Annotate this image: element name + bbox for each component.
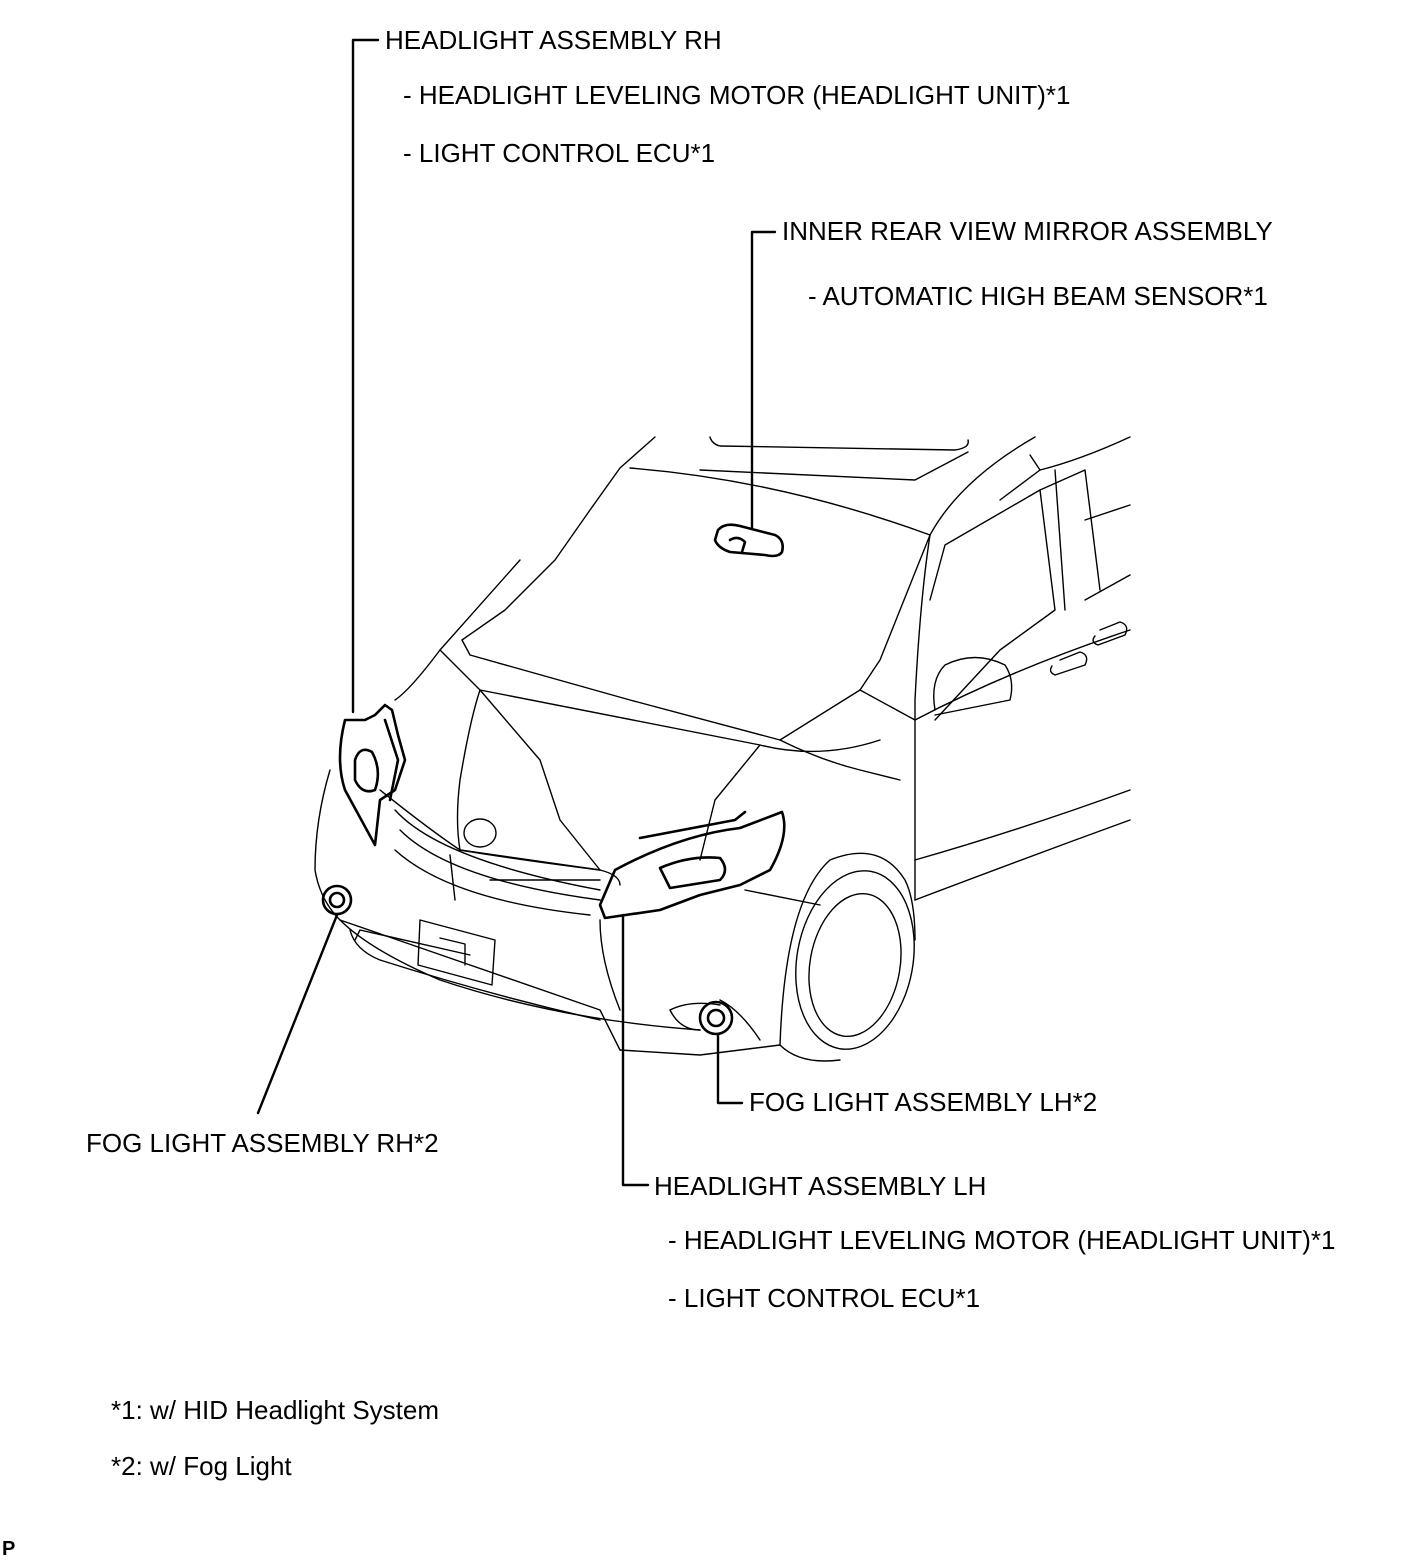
footnote-1: *1: w/ HID Headlight System <box>111 1395 440 1425</box>
headlight-rh-leveling-motor: - HEADLIGHT LEVELING MOTOR (HEADLIGHT UN… <box>403 80 1071 110</box>
headlight-lh-light-control-ecu: - LIGHT CONTROL ECU*1 <box>668 1283 981 1313</box>
headlight-lh-part <box>598 810 786 920</box>
mirror-title: INNER REAR VIEW MIRROR ASSEMBLY <box>782 216 1273 246</box>
headlight-rh-light-control-ecu: - LIGHT CONTROL ECU*1 <box>403 138 716 168</box>
headlight-rh-title: HEADLIGHT ASSEMBLY RH <box>385 25 722 55</box>
fog-lh-part <box>698 1000 734 1036</box>
fog-rh-title: FOG LIGHT ASSEMBLY RH*2 <box>86 1128 439 1158</box>
mirror-part <box>713 523 784 558</box>
mirror-high-beam-sensor: - AUTOMATIC HIGH BEAM SENSOR*1 <box>808 281 1268 311</box>
headlight-lh-leveling-motor: - HEADLIGHT LEVELING MOTOR (HEADLIGHT UN… <box>668 1225 1336 1255</box>
fog-lh-title: FOG LIGHT ASSEMBLY LH*2 <box>749 1087 1098 1117</box>
headlight-lh-title: HEADLIGHT ASSEMBLY LH <box>654 1171 987 1201</box>
headlight-rh-part <box>338 703 407 847</box>
highlighted-parts <box>321 523 786 1036</box>
leader-lines <box>256 38 777 1187</box>
car-body <box>314 436 1131 1062</box>
fog-rh-part <box>321 884 353 916</box>
corner-code: P <box>2 1538 16 1560</box>
footnote-2: *2: w/ Fog Light <box>111 1451 292 1481</box>
